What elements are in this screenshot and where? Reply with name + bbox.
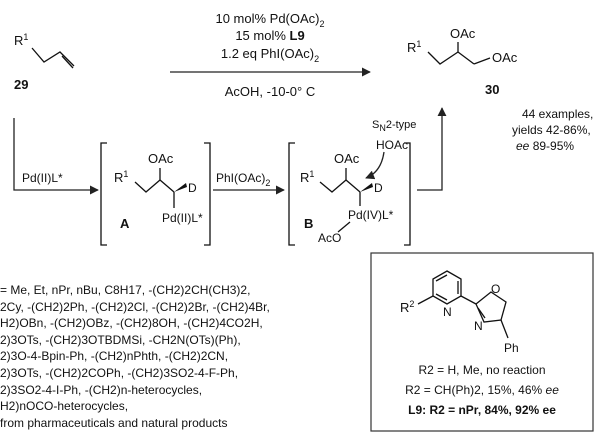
product-30: R1 OAc OAc 30 44 examples, yields 42-86%… [407,26,593,153]
sn2-attack-arrow [365,151,385,180]
svg-text:R2: R2 [400,299,414,315]
svg-text:Pd(II)L*: Pd(II)L* [162,211,203,225]
svg-text:R1: R1 [14,32,28,48]
r-group-line: 2)3OTs, -(CH2)3OTBDMSi, -CH2N(OTs)(Ph), [0,332,241,347]
svg-text:PhI(OAc)2: PhI(OAc)2 [216,171,270,188]
svg-text:OAc: OAc [450,26,476,41]
svg-text:1.2 eq PhI(OAc)2: 1.2 eq PhI(OAc)2 [221,46,319,64]
r-group-line: 2)3O-4-Bpin-Ph, -(CH2)nPhth, -(CH2)2CN, [0,349,229,364]
arrow-to-intermediate-a [13,118,99,195]
r-group-line: 2)3SO2-4-I-Ph, -(CH2)n-heterocycles, [0,382,203,397]
svg-text:OAc: OAc [492,50,518,65]
substrate-29: R1 29 [14,32,75,92]
svg-text:Ph: Ph [504,341,519,355]
ligand-box: R2 N O N Ph R2 = H, Me, no reaction R2 =… [370,252,594,432]
svg-text:R2 = H, Me, no reaction: R2 = H, Me, no reaction [418,363,545,377]
intermediate-b: R1 OAc D Pd(IV)L* AcO B SN2-type HOAc [288,119,416,246]
svg-text:15 mol% L9: 15 mol% L9 [235,28,304,43]
r-group-line: H2)nOCO-heterocycles, [0,399,129,414]
svg-text:L9: R2 = nPr, 84%, 92% ee: L9: R2 = nPr, 84%, 92% ee [408,403,556,417]
r-group-line: 2)3OTs, -(CH2)2COPh, -(CH2)3SO2-4-F-Ph, [0,365,239,380]
compound-number-29: 29 [14,77,28,92]
svg-text:O: O [491,282,500,296]
svg-text:R1: R1 [114,169,128,185]
intermediate-a: R1 OAc D Pd(II)L* A [100,142,211,246]
svg-text:D: D [188,181,197,195]
svg-text:HOAc: HOAc [376,138,408,152]
svg-text:N: N [474,319,483,333]
arrow-to-product [417,107,447,191]
svg-text:44 examples,: 44 examples, [522,107,593,121]
svg-text:R2 = CH(Ph)2, 15%, 46% ee: R2 = CH(Ph)2, 15%, 46% ee [405,383,559,397]
r-group-line: from pharmaceuticals and natural product… [0,415,228,430]
svg-text:Pd(IV)L*: Pd(IV)L* [348,208,394,222]
svg-text:R1: R1 [407,39,421,55]
svg-text:N: N [443,305,452,319]
svg-text:Pd(II)L*: Pd(II)L* [22,171,63,185]
svg-text:D: D [374,181,383,195]
svg-text:AcO: AcO [318,231,341,245]
svg-text:B: B [304,216,313,231]
svg-text:A: A [120,216,130,231]
reaction-conditions: 10 mol% Pd(OAc)2 15 mol% L9 1.2 eq PhI(O… [170,11,371,99]
svg-text:AcOH, -10-0° C: AcOH, -10-0° C [225,84,315,99]
svg-text:10 mol% Pd(OAc)2: 10 mol% Pd(OAc)2 [215,11,324,29]
svg-text:ee 89-95%: ee 89-95% [516,139,574,153]
svg-text:OAc: OAc [334,151,360,166]
svg-text:R1: R1 [300,169,314,185]
r1-substituent-list: = Me, Et, nPr, nBu, C8H17, -(CH2)2CH(CH3… [0,282,362,431]
svg-text:yields 42-86%,: yields 42-86%, [512,123,591,137]
mechanism-arrows: Pd(II)L* PhI(OAc)2 [13,107,447,195]
r-group-line: 2Cy, -(CH2)2Ph, -(CH2)2Cl, -(CH2)2Br, -(… [0,299,270,314]
r-group-line: H2)OBn, -(CH2)OBz, -(CH2)8OH, -(CH2)4CO2… [0,316,263,331]
svg-text:OAc: OAc [148,151,174,166]
svg-text:SN2-type: SN2-type [372,119,416,133]
r-group-line: = Me, Et, nPr, nBu, C8H17, -(CH2)2CH(CH3… [0,283,251,297]
compound-number-30: 30 [485,82,499,97]
